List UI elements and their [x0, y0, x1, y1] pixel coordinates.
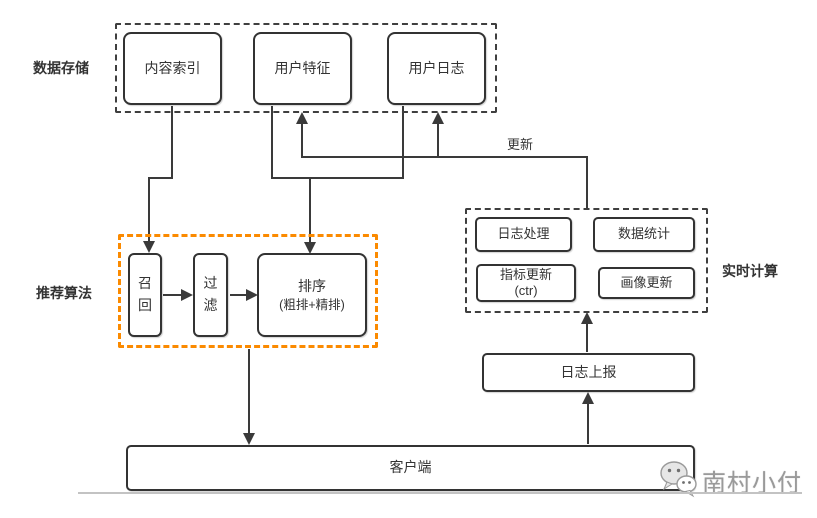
- node-content-index: 内容索引: [123, 32, 222, 105]
- node-label: 指标更新: [499, 266, 552, 282]
- node-label: 日志上报: [560, 363, 617, 380]
- node-label: 用户特征: [274, 60, 331, 77]
- node-user-logs: 用户日志: [387, 32, 486, 105]
- group-data-storage: [115, 23, 497, 113]
- node-label: 数据统计: [617, 226, 670, 242]
- node-log-processing: 日志处理: [475, 217, 572, 252]
- node-client: 客户端: [126, 445, 695, 491]
- edge-content-index-to-recall: [143, 106, 173, 253]
- edge-label-update: 更新: [507, 137, 534, 152]
- node-metric-update: 指标更新 (ctr): [476, 264, 576, 302]
- node-sublabel: (粗排+精排): [279, 298, 345, 313]
- edge-features-logs-merge: [271, 106, 404, 179]
- node-label: 用户日志: [408, 60, 465, 77]
- group-label-data-storage: 数据存储: [33, 60, 89, 76]
- node-data-statistics: 数据统计: [593, 217, 695, 252]
- edge-realtime-update-to-user-features: [296, 112, 588, 208]
- wechat-icon: [658, 458, 698, 503]
- node-sublabel: (ctr): [514, 283, 538, 298]
- node-label: 召回: [138, 275, 152, 313]
- node-label: 客户端: [389, 459, 432, 476]
- node-label: 日志处理: [497, 226, 550, 242]
- node-label: 内容索引: [144, 60, 201, 77]
- node-profile-update: 画像更新: [598, 267, 695, 299]
- node-recall: 召回: [128, 253, 162, 337]
- node-label: 过滤: [203, 275, 218, 313]
- group-label-recommend-algorithm: 推荐算法: [36, 285, 92, 301]
- node-user-features: 用户特征: [253, 32, 352, 105]
- node-log-report: 日志上报: [482, 353, 695, 392]
- node-ranking: 排序 (粗排+精排): [257, 253, 367, 337]
- group-label-realtime-computing: 实时计算: [722, 263, 778, 279]
- group-realtime-computing: [465, 208, 708, 313]
- node-label: 画像更新: [620, 274, 673, 290]
- group-recommend-algorithm: [118, 234, 378, 348]
- node-filter: 过滤: [193, 253, 228, 337]
- watermark: 南村小付: [658, 458, 802, 503]
- bottom-divider-line: [78, 492, 802, 494]
- node-label: 排序: [298, 277, 326, 294]
